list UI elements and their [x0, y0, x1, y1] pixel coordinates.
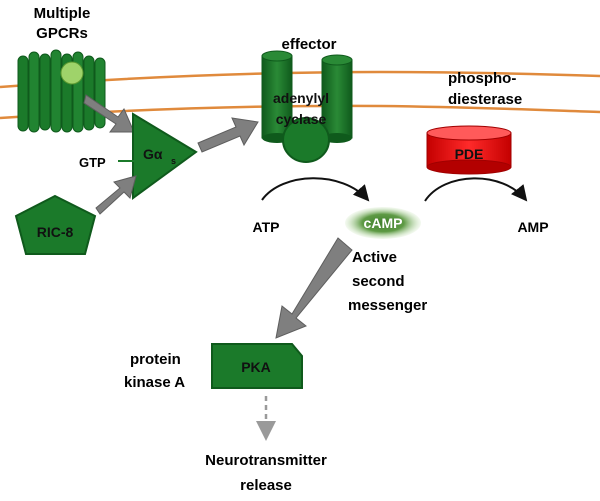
- active-label-line1: Active: [352, 249, 397, 266]
- active-label-line3: messenger: [348, 297, 427, 314]
- galpha-label: Gα: [143, 146, 163, 162]
- adenylyl-label: adenylyl: [273, 90, 329, 106]
- pka-label: PKA: [241, 359, 271, 375]
- effector-label: effector: [281, 36, 336, 53]
- atp-label: ATP: [253, 219, 280, 235]
- gtp-label: GTP: [79, 155, 106, 170]
- phospho-label-line1: phospho-: [448, 70, 516, 87]
- camp-label: cAMP: [364, 215, 403, 231]
- cyclase-label: cyclase: [276, 111, 327, 127]
- ric8-protein: RIC-8: [14, 194, 97, 255]
- arrow-ric8-to-galpha: [95, 175, 137, 215]
- pka-protein: PKA: [211, 343, 303, 389]
- gpcr-label-line1: Multiple: [34, 5, 91, 22]
- arrow-galpha-to-effector: [197, 117, 259, 153]
- ric8-label: RIC-8: [37, 224, 74, 240]
- pka-name-line2: kinase A: [124, 374, 185, 391]
- arrow-camp-to-amp: [424, 177, 528, 202]
- active-label-line2: second: [352, 273, 405, 290]
- phospho-label-line2: diesterase: [448, 91, 522, 108]
- neurotransmitter-label-line2: release: [240, 477, 292, 494]
- neurotransmitter-label-line1: Neurotransmitter: [205, 452, 327, 469]
- gpcr-cluster-icon: [17, 49, 106, 133]
- adenylyl-cyclase-effector: [261, 50, 353, 163]
- amp-label: AMP: [517, 219, 548, 235]
- arrow-gpcr-to-galpha: [83, 94, 135, 133]
- gpcr-label-line2: GPCRs: [36, 25, 88, 42]
- galpha-s-protein: Gα s: [132, 112, 198, 200]
- pde-enzyme: PDE: [426, 125, 512, 175]
- arrow-camp-to-pka: [275, 237, 353, 339]
- camp-molecule: cAMP: [345, 207, 421, 239]
- pde-label: PDE: [455, 146, 484, 162]
- galpha-subscript: s: [171, 156, 176, 166]
- pka-name-line1: protein: [130, 351, 181, 368]
- arrow-atp-to-camp: [261, 177, 370, 202]
